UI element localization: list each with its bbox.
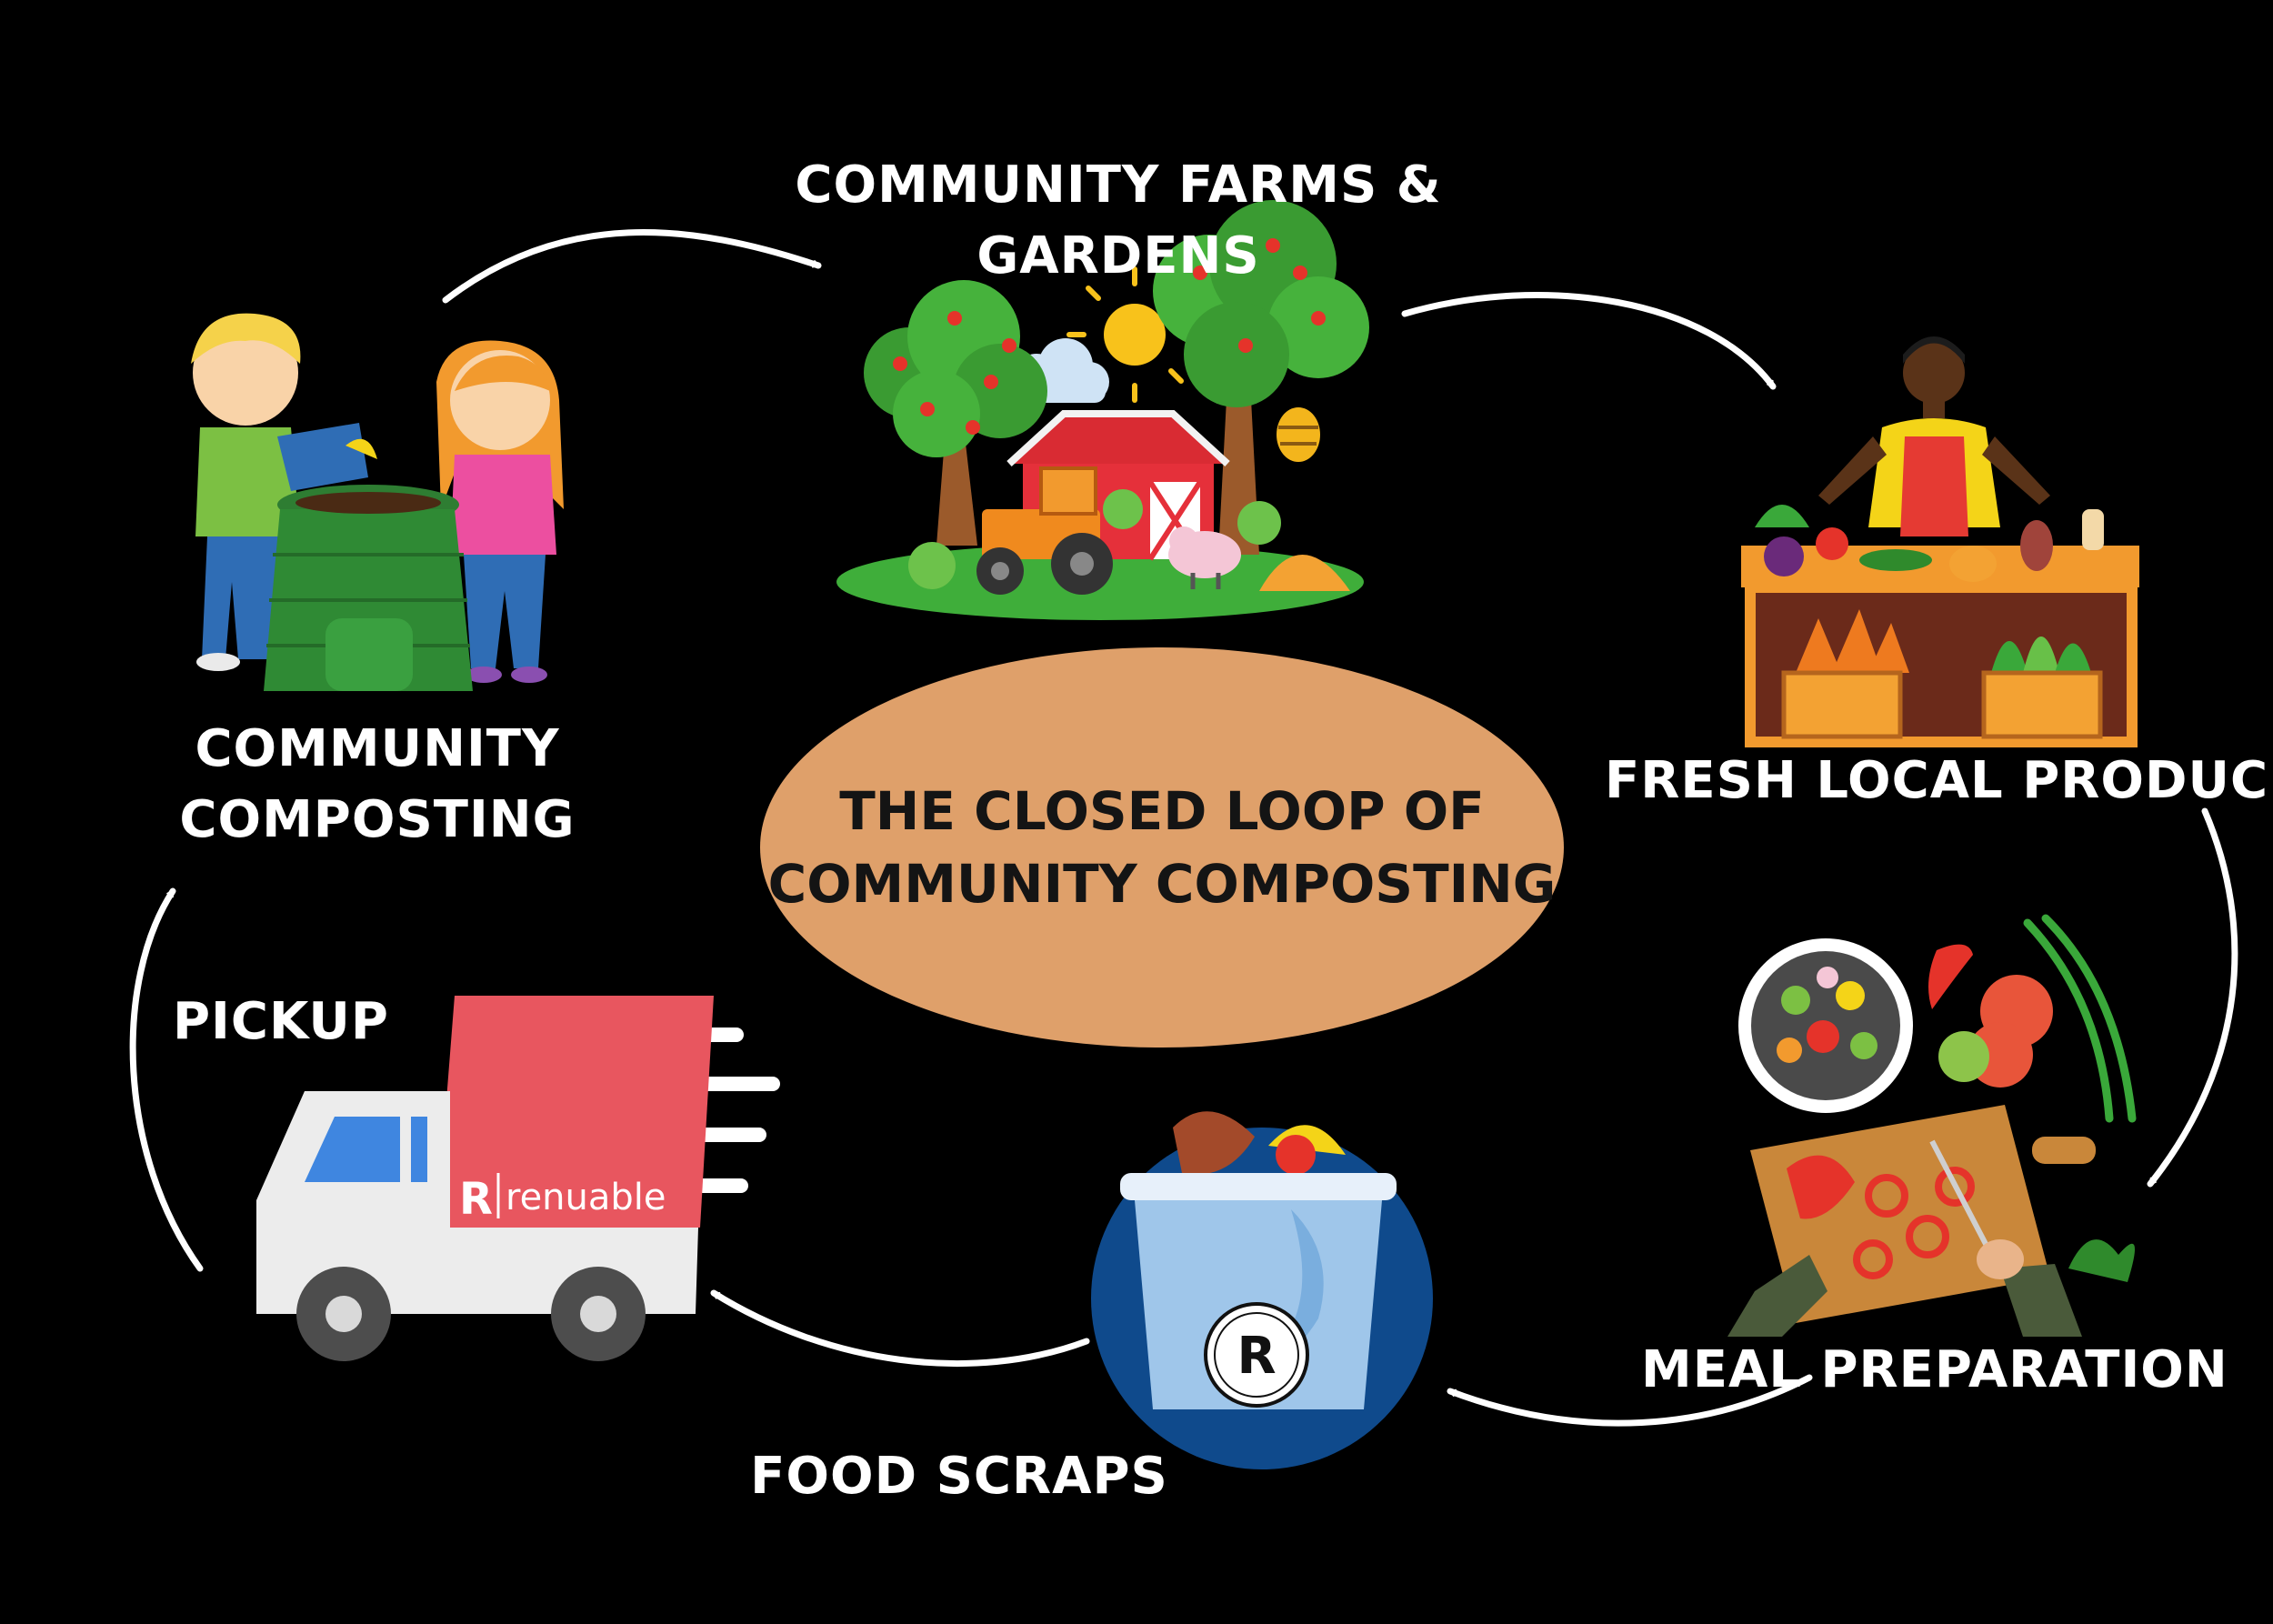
- bin-logo-mark: R: [1237, 1327, 1276, 1386]
- meal-prep-illustration: [1727, 914, 2137, 1337]
- cutting-board-icon: [1750, 1105, 2096, 1323]
- label-composting-line1: COMMUNITY: [195, 719, 560, 778]
- label-pickup: PICKUP: [173, 987, 409, 1058]
- produce-stand-illustration: [1741, 336, 2139, 747]
- tractor-icon: [976, 466, 1113, 595]
- arrow-pickup-to-composting: [129, 887, 204, 1272]
- composting-kids-illustration: [191, 313, 564, 691]
- boy-figure: [191, 313, 301, 671]
- arrow-farms-to-produce: [1401, 292, 1777, 390]
- label-composting-line2: COMPOSTING: [179, 790, 576, 849]
- truck-logo-mark: R: [459, 1174, 493, 1225]
- arrow-scraps-to-pickup: [710, 1289, 1090, 1368]
- stand-counter: [1741, 546, 2139, 587]
- center-ellipse: [760, 647, 1564, 1048]
- bin-logo-badge: [1204, 1302, 1309, 1408]
- center-title: THE CLOSED LOOP OF COMMUNITY COMPOSTING: [760, 647, 1564, 1048]
- parsley-icon: [2068, 1239, 2135, 1282]
- center-title-line2: COMMUNITY COMPOSTING: [767, 853, 1557, 915]
- arrow-composting-to-farms: [442, 229, 822, 304]
- label-meal-line1: MEAL PREPARATION: [1641, 1340, 2228, 1399]
- girl-figure: [436, 340, 564, 683]
- label-produce-line1: FRESH LOCAL PRODUCE: [1605, 751, 2273, 810]
- label-scraps-line1: FOOD SCRAPS: [750, 1447, 1168, 1506]
- beehive-icon: [1277, 407, 1320, 462]
- compost-bin-icon: [264, 485, 473, 691]
- label-meal-preparation: MEAL PREPARATION: [1641, 1335, 2228, 1406]
- scrap-bucket-icon: [277, 423, 368, 491]
- label-community-farms-gardens: COMMUNITY FARMS & GARDENS: [691, 150, 1546, 292]
- arrow-meal-to-scraps: [1447, 1374, 1813, 1427]
- cycle-arrows: [129, 229, 2238, 1427]
- truck-logo-text: renuable: [506, 1177, 666, 1218]
- greens-crate: [1981, 637, 2103, 739]
- farm-illustration: [836, 200, 1369, 620]
- hands-with-knife: [1727, 1139, 2082, 1337]
- hay-pile: [1259, 555, 1350, 591]
- carrot-crate: [1781, 609, 1909, 739]
- label-community-composting: COMMUNITY COMPOSTING: [155, 714, 600, 856]
- pickup-truck-illustration: R renuable: [256, 996, 780, 1361]
- arrow-produce-to-meal: [2147, 807, 2238, 1188]
- chili-pepper-icon: [1928, 944, 1973, 1009]
- label-farms-line2: GARDENS: [976, 226, 1260, 286]
- apple-tree-right: [1153, 200, 1369, 555]
- sheep-icon: [1168, 526, 1241, 589]
- label-farms-line1: COMMUNITY FARMS &: [795, 155, 1442, 215]
- vegetables-on-counter: [1755, 505, 2104, 582]
- green-onion-icon: [2023, 914, 2137, 1123]
- salad-bowl-icon: [1738, 938, 1913, 1113]
- vendor-person: [1818, 336, 2050, 536]
- truck-cargo-box: [436, 996, 714, 1228]
- label-fresh-local-produce: FRESH LOCAL PRODUCE: [1605, 746, 2273, 817]
- tomato-slices-icon: [1938, 975, 2053, 1088]
- label-pickup-line1: PICKUP: [173, 992, 389, 1051]
- center-title-line1: THE CLOSED LOOP OF: [839, 780, 1485, 842]
- apple-tree-left: [864, 280, 1047, 546]
- food-scraps-bin-illustration: R: [1091, 1111, 1433, 1469]
- label-food-scraps: FOOD SCRAPS: [746, 1441, 1173, 1512]
